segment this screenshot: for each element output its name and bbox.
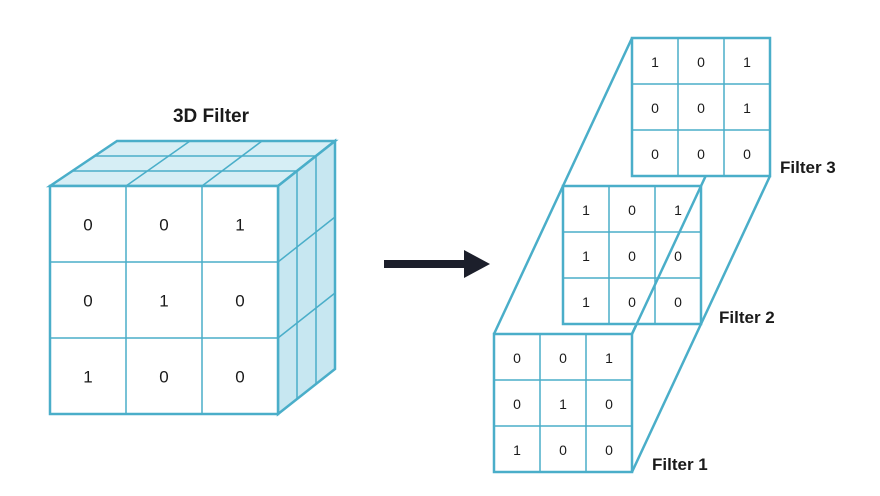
cube-cell-value: 0 <box>83 292 92 311</box>
cube-cell-value: 0 <box>159 216 168 235</box>
cube-cell-value: 1 <box>159 292 168 311</box>
cube-cell-value: 1 <box>83 368 92 387</box>
filter-cell-value: 0 <box>697 54 705 70</box>
filter-3-grid: 1 0 1 0 0 1 0 0 0 <box>630 36 772 178</box>
cube-cell-value: 0 <box>235 292 244 311</box>
filter-cell-value: 1 <box>674 202 682 218</box>
cube-cell-value: 0 <box>83 216 92 235</box>
cube-top-grid <box>72 140 316 187</box>
filter-cell-value: 1 <box>743 54 751 70</box>
filter-cell-value: 0 <box>651 100 659 116</box>
filter-cell-value: 0 <box>674 294 682 310</box>
filter-2-label: Filter 2 <box>719 308 775 327</box>
filter-1-label: Filter 1 <box>652 455 708 474</box>
cube-side-grid <box>277 156 336 399</box>
cube-front-face <box>48 184 280 416</box>
cube-front-values: 0 0 1 0 1 0 1 0 0 <box>83 216 244 387</box>
filter-3-label: Filter 3 <box>780 158 836 177</box>
cube-cell-value: 0 <box>235 368 244 387</box>
filter-layers: 1 0 1 0 0 1 0 0 0 1 0 1 1 0 0 1 0 0 0 0 1 0 1 0 1 0 0 <box>492 36 772 474</box>
filter-cell-value: 1 <box>582 294 590 310</box>
filter-cell-value: 0 <box>697 146 705 162</box>
filter-cell-value: 0 <box>697 100 705 116</box>
filter-cell-value: 0 <box>628 248 636 264</box>
filter-1-grid: 0 0 1 0 1 0 1 0 0 <box>492 332 634 474</box>
filter-cell-value: 1 <box>651 54 659 70</box>
transform-arrow <box>384 250 490 278</box>
filter-cell-value: 1 <box>743 100 751 116</box>
filter-cell-value: 1 <box>513 442 521 458</box>
cube-3d-filter: 0 0 1 0 1 0 1 0 0 <box>45 138 339 417</box>
diagram-title: 3D Filter <box>173 106 250 127</box>
filter-cell-value: 0 <box>513 350 521 366</box>
filter-2-grid: 1 0 1 1 0 0 1 0 0 <box>561 184 703 326</box>
filter-cell-value: 0 <box>628 294 636 310</box>
cube-cell-value: 1 <box>235 216 244 235</box>
filter-cell-value: 0 <box>743 146 751 162</box>
cube-front-grid <box>50 186 278 414</box>
filter-cell-value: 0 <box>674 248 682 264</box>
filter-cell-value: 1 <box>582 248 590 264</box>
front-connector-lines <box>630 185 703 335</box>
filter-cell-value: 0 <box>513 396 521 412</box>
cube-side-face <box>276 138 337 417</box>
filter-cell-value: 0 <box>651 146 659 162</box>
filter-cell-value: 1 <box>582 202 590 218</box>
filter-cell-value: 0 <box>605 442 613 458</box>
filter-cell-value: 1 <box>559 396 567 412</box>
filter-cell-value: 0 <box>559 350 567 366</box>
filter-cell-value: 0 <box>605 396 613 412</box>
filter-cell-value: 1 <box>605 350 613 366</box>
cube-cell-value: 0 <box>159 368 168 387</box>
filter-cell-value: 0 <box>559 442 567 458</box>
filter-cell-value: 0 <box>628 202 636 218</box>
